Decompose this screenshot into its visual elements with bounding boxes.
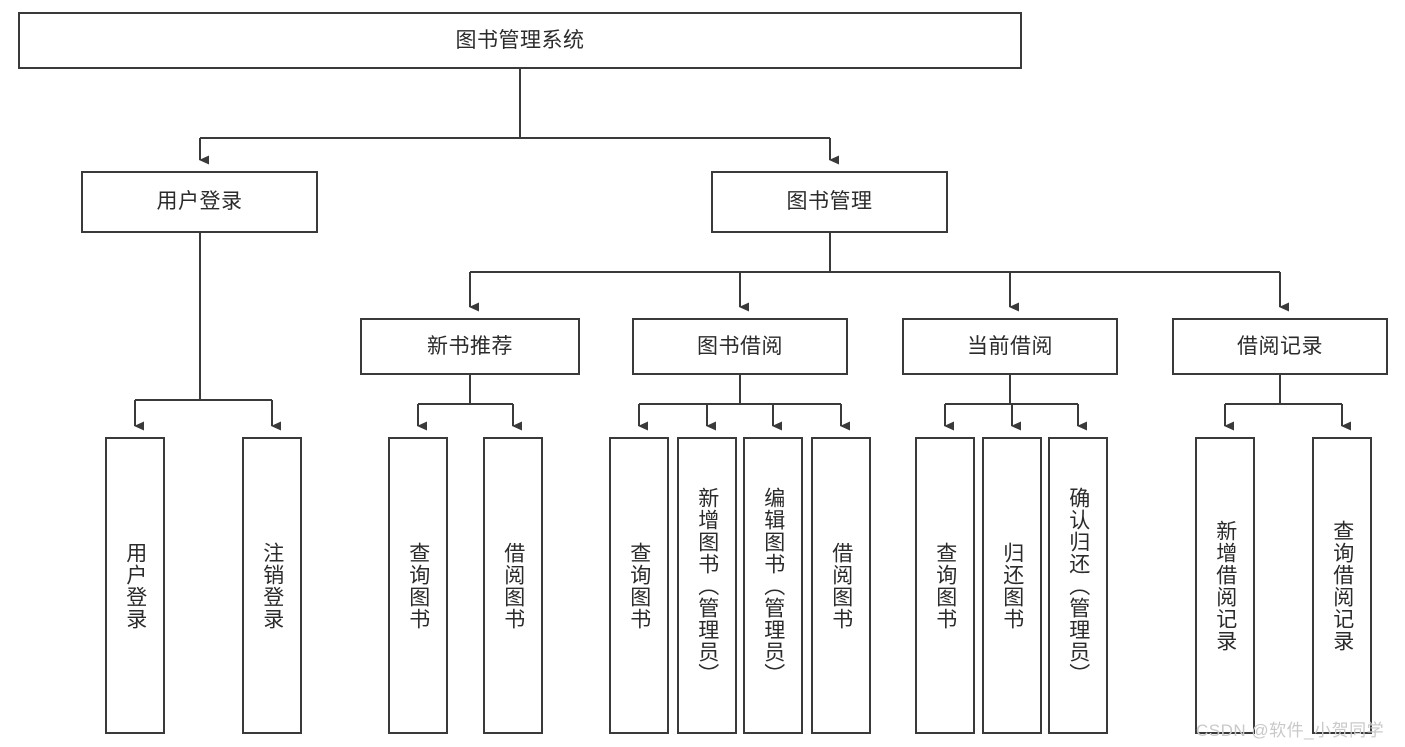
node-label-wrap: 用户登录 (83, 173, 316, 231)
node-label-wrap: 新增图书（管理员） (679, 439, 735, 732)
node-book-manage[interactable]: 图书管理 (711, 171, 948, 233)
node-label-wrap: 注销登录 (244, 439, 300, 732)
node-label-wrap: 图书管理系统 (20, 14, 1020, 67)
node-label-wrap: 当前借阅 (904, 320, 1116, 373)
node-label-wrap: 图书管理 (713, 173, 946, 231)
node-label: 新增借阅记录 (1213, 519, 1237, 652)
node-new-book-recommend[interactable]: 新书推荐 (360, 318, 580, 375)
node-label-wrap: 归还图书 (984, 439, 1040, 732)
node-leaf-borrow-book-2[interactable]: 借阅图书 (811, 437, 871, 734)
node-label-wrap: 图书借阅 (634, 320, 846, 373)
node-label: 确认归还（管理员） (1066, 486, 1090, 685)
node-book-borrow[interactable]: 图书借阅 (632, 318, 848, 375)
node-leaf-add-borrow-record[interactable]: 新增借阅记录 (1195, 437, 1255, 734)
node-label-wrap: 确认归还（管理员） (1050, 439, 1106, 732)
csdn-watermark: CSDN @软件_小贺同学 (1196, 721, 1385, 740)
node-leaf-query-borrow-record[interactable]: 查询借阅记录 (1312, 437, 1372, 734)
node-leaf-query-book-3[interactable]: 查询图书 (915, 437, 975, 734)
node-label: 新书推荐 (427, 334, 513, 358)
node-label-wrap: 查询借阅记录 (1314, 439, 1370, 732)
node-label: 查询图书 (627, 541, 651, 630)
node-leaf-query-book-1[interactable]: 查询图书 (388, 437, 448, 734)
node-leaf-confirm-return[interactable]: 确认归还（管理员） (1048, 437, 1108, 734)
node-label-wrap: 查询图书 (611, 439, 667, 732)
node-label: 归还图书 (1000, 541, 1024, 630)
node-label-wrap: 借阅记录 (1174, 320, 1386, 373)
node-leaf-user-logout[interactable]: 注销登录 (242, 437, 302, 734)
node-label-wrap: 借阅图书 (813, 439, 869, 732)
node-label: 查询借阅记录 (1330, 519, 1354, 652)
node-label-wrap: 查询图书 (390, 439, 446, 732)
node-label: 用户登录 (123, 541, 147, 630)
node-label-wrap: 借阅图书 (485, 439, 541, 732)
node-label-wrap: 查询图书 (917, 439, 973, 732)
node-leaf-query-book-2[interactable]: 查询图书 (609, 437, 669, 734)
node-leaf-return-book[interactable]: 归还图书 (982, 437, 1042, 734)
node-label: 图书管理系统 (455, 28, 585, 52)
node-label-wrap: 编辑图书（管理员） (745, 439, 801, 732)
node-label: 借阅记录 (1237, 334, 1323, 358)
node-current-borrow[interactable]: 当前借阅 (902, 318, 1118, 375)
node-label: 用户登录 (156, 190, 243, 214)
node-leaf-borrow-book-1[interactable]: 借阅图书 (483, 437, 543, 734)
node-label: 查询图书 (406, 541, 430, 630)
node-leaf-edit-book[interactable]: 编辑图书（管理员） (743, 437, 803, 734)
node-label-wrap: 新书推荐 (362, 320, 578, 373)
node-label-wrap: 新增借阅记录 (1197, 439, 1253, 732)
node-leaf-add-book[interactable]: 新增图书（管理员） (677, 437, 737, 734)
node-label: 编辑图书（管理员） (761, 486, 785, 685)
node-label: 注销登录 (260, 541, 284, 630)
node-label-wrap: 用户登录 (107, 439, 163, 732)
node-label: 查询图书 (933, 541, 957, 630)
node-label: 图书管理 (786, 190, 873, 214)
node-label: 借阅图书 (501, 541, 525, 630)
node-user-login[interactable]: 用户登录 (81, 171, 318, 233)
node-label: 当前借阅 (967, 334, 1053, 358)
node-label: 借阅图书 (829, 541, 853, 630)
node-leaf-user-login[interactable]: 用户登录 (105, 437, 165, 734)
node-borrow-record[interactable]: 借阅记录 (1172, 318, 1388, 375)
node-label: 图书借阅 (697, 334, 783, 358)
node-root[interactable]: 图书管理系统 (18, 12, 1022, 69)
node-label: 新增图书（管理员） (695, 486, 719, 685)
